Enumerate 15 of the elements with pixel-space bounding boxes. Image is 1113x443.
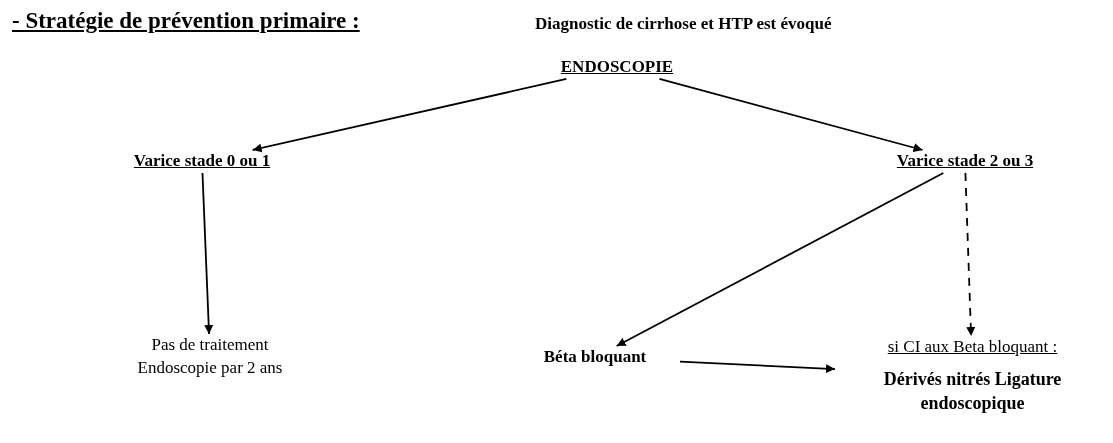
- arrow: [679, 360, 836, 374]
- step-text: si CI aux Beta bloquant :: [886, 336, 1059, 358]
- arrow: [615, 172, 945, 347]
- step-text: Varice stade 0 ou 1: [132, 150, 272, 172]
- arrow: [201, 172, 214, 335]
- option-text: Dérivés nitrés Ligature endoscopique: [882, 367, 1063, 416]
- arrow: [964, 172, 976, 337]
- step-text: Pas de traitement Endoscopie par 2 ans: [136, 334, 284, 379]
- step-text: Béta bloquant: [542, 346, 648, 368]
- note-text: Diagnostic de cirrhose et HTP est évoqué: [535, 14, 832, 34]
- step-text: ENDOSCOPIE: [559, 56, 675, 78]
- arrow: [658, 78, 924, 152]
- arrow: [251, 78, 568, 153]
- title: - Stratégie de prévention primaire :: [12, 8, 360, 34]
- step-text: Varice stade 2 ou 3: [895, 150, 1035, 172]
